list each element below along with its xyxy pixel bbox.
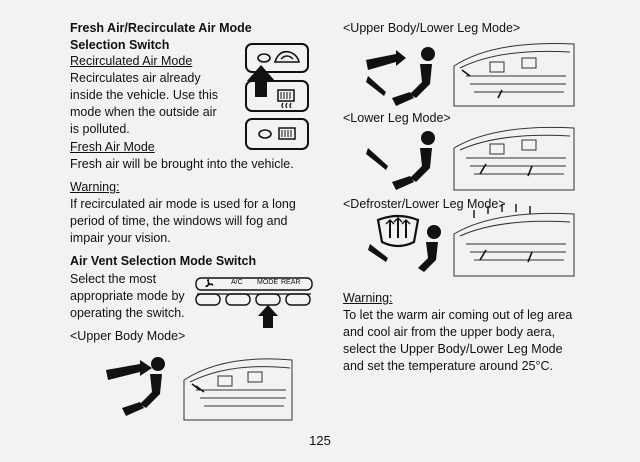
rear-label: REAR <box>281 279 301 286</box>
fresh-heading: Fresh Air Mode <box>70 140 155 154</box>
person-upper-vent-icon <box>106 357 165 416</box>
defroster-mode-figure <box>362 204 582 278</box>
rear-defogger-icon <box>277 89 295 109</box>
dashboard-illustration <box>453 204 575 277</box>
vent-control-panel: A/C MODE REAR <box>193 276 315 330</box>
person-lower-vent-icon <box>366 131 435 190</box>
recirc-line-3: mode when the outside air <box>70 105 217 119</box>
fresh-line: Fresh air will be brought into the vehic… <box>70 157 294 171</box>
defroster-mode-label: <Defroster/Lower Leg Mode> <box>343 197 506 211</box>
fan-icon <box>205 279 214 288</box>
right-warning-line-4: and set the temperature around 25°C. <box>343 359 553 373</box>
vent-title: Air Vent Selection Mode Switch <box>70 254 257 268</box>
recirc-heading: Recirculated Air Mode <box>70 54 193 68</box>
upper-lower-mode-label: <Upper Body/Lower Leg Mode> <box>343 21 521 35</box>
left-warning-line-2: period of time, the windows will fog and <box>70 214 288 228</box>
lower-leg-mode-label: <Lower Leg Mode> <box>343 111 451 125</box>
left-warning-line-3: impair your vision. <box>70 231 171 245</box>
dashboard-illustration <box>183 358 293 421</box>
arrow-up-icon <box>258 305 278 328</box>
right-warning-line-3: select the Upper Body/Lower Leg Mode <box>343 342 563 356</box>
recirculate-air-icon <box>257 50 301 63</box>
arrow-up-icon <box>247 65 275 97</box>
dashboard-illustration <box>453 126 575 191</box>
lower-leg-mode-figure <box>362 122 582 192</box>
left-warning-line-1: If recirculated air mode is used for a l… <box>70 197 296 211</box>
person-defrost-icon <box>368 214 441 272</box>
fresh-recirc-title-2: Selection Switch <box>70 38 170 52</box>
recirc-switch-figure <box>243 41 313 153</box>
upper-body-mode-figure <box>100 350 300 422</box>
fresh-recirc-title-1: Fresh Air/Recirculate Air Mode <box>70 21 252 35</box>
right-warning-label: Warning: <box>343 291 393 305</box>
vent-line-3: operating the switch. <box>70 306 185 320</box>
person-upper-vent-icon <box>366 47 435 106</box>
right-warning-line-2: and cool air from the upper body aera, <box>343 325 555 339</box>
vent-line-2: appropriate mode by <box>70 289 185 303</box>
left-warning-label: Warning: <box>70 180 120 194</box>
recirc-line-2: inside the vehicle. Use this <box>70 88 218 102</box>
upper-lower-mode-figure <box>362 38 582 108</box>
dashboard-illustration <box>453 43 575 107</box>
vent-line-1: Select the most <box>70 272 157 286</box>
right-warning-line-1: To let the warm air coming out of leg ar… <box>343 308 573 322</box>
mode-label: MODE <box>257 279 278 286</box>
fresh-air-icon <box>258 127 296 140</box>
upper-body-mode-label: <Upper Body Mode> <box>70 329 186 343</box>
recirc-line-4: is polluted. <box>70 122 130 136</box>
page-number: 125 <box>309 433 331 448</box>
ac-label: A/C <box>231 279 243 286</box>
recirc-line-1: Recirculates air already <box>70 71 201 85</box>
